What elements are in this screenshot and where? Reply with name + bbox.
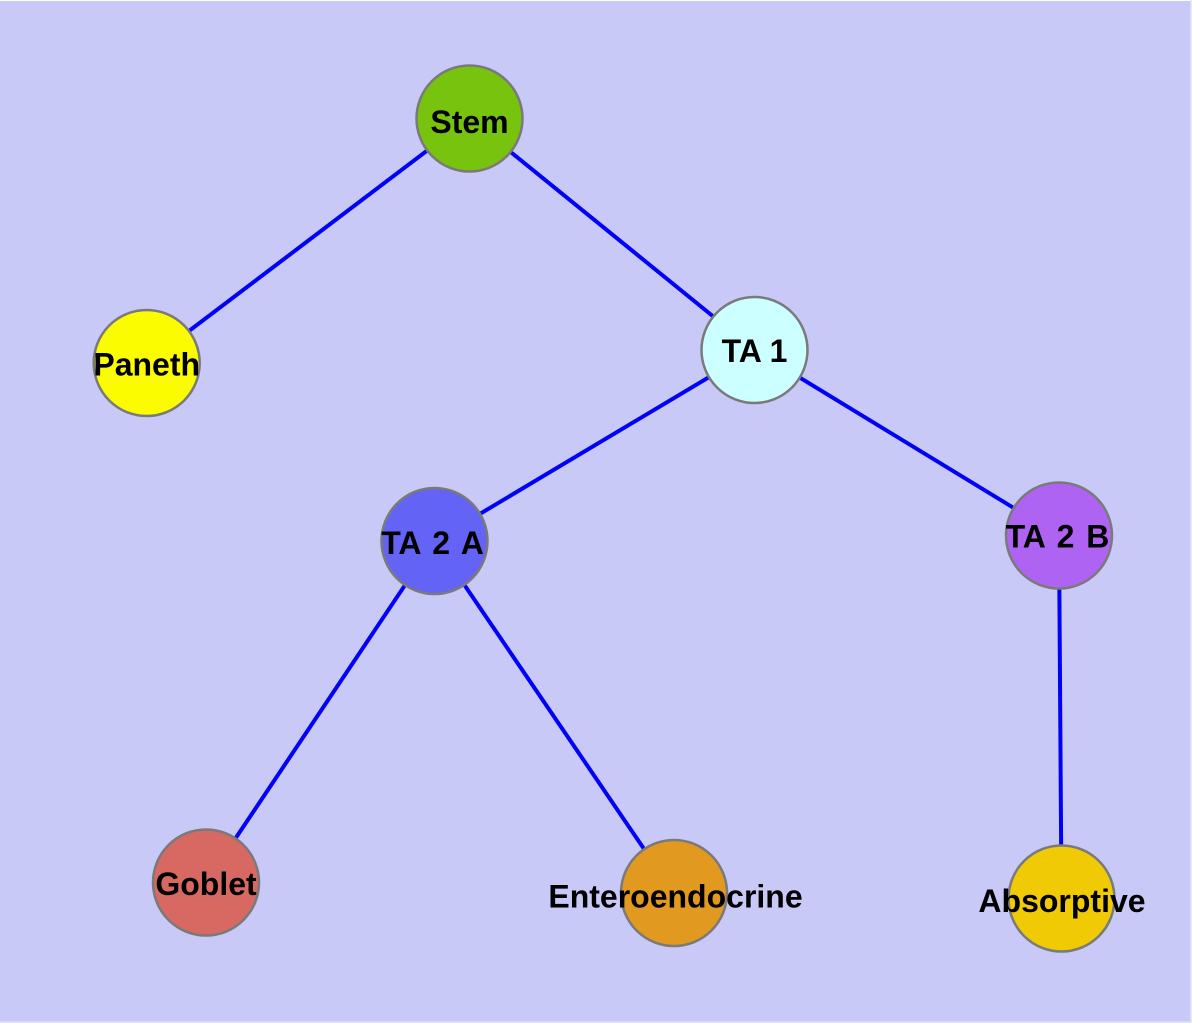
svg-text:TA 1: TA 1: [722, 333, 788, 369]
svg-text:Stem: Stem: [430, 104, 508, 140]
svg-text:Paneth: Paneth: [93, 347, 200, 383]
svg-text:Goblet: Goblet: [155, 866, 257, 902]
svg-text:Enteroendocrine: Enteroendocrine: [548, 879, 802, 915]
svg-text:TA 2 B: TA 2 B: [1006, 519, 1110, 555]
svg-text:TA 2 A: TA 2 A: [381, 525, 484, 561]
svg-text:Absorptive: Absorptive: [978, 883, 1145, 919]
